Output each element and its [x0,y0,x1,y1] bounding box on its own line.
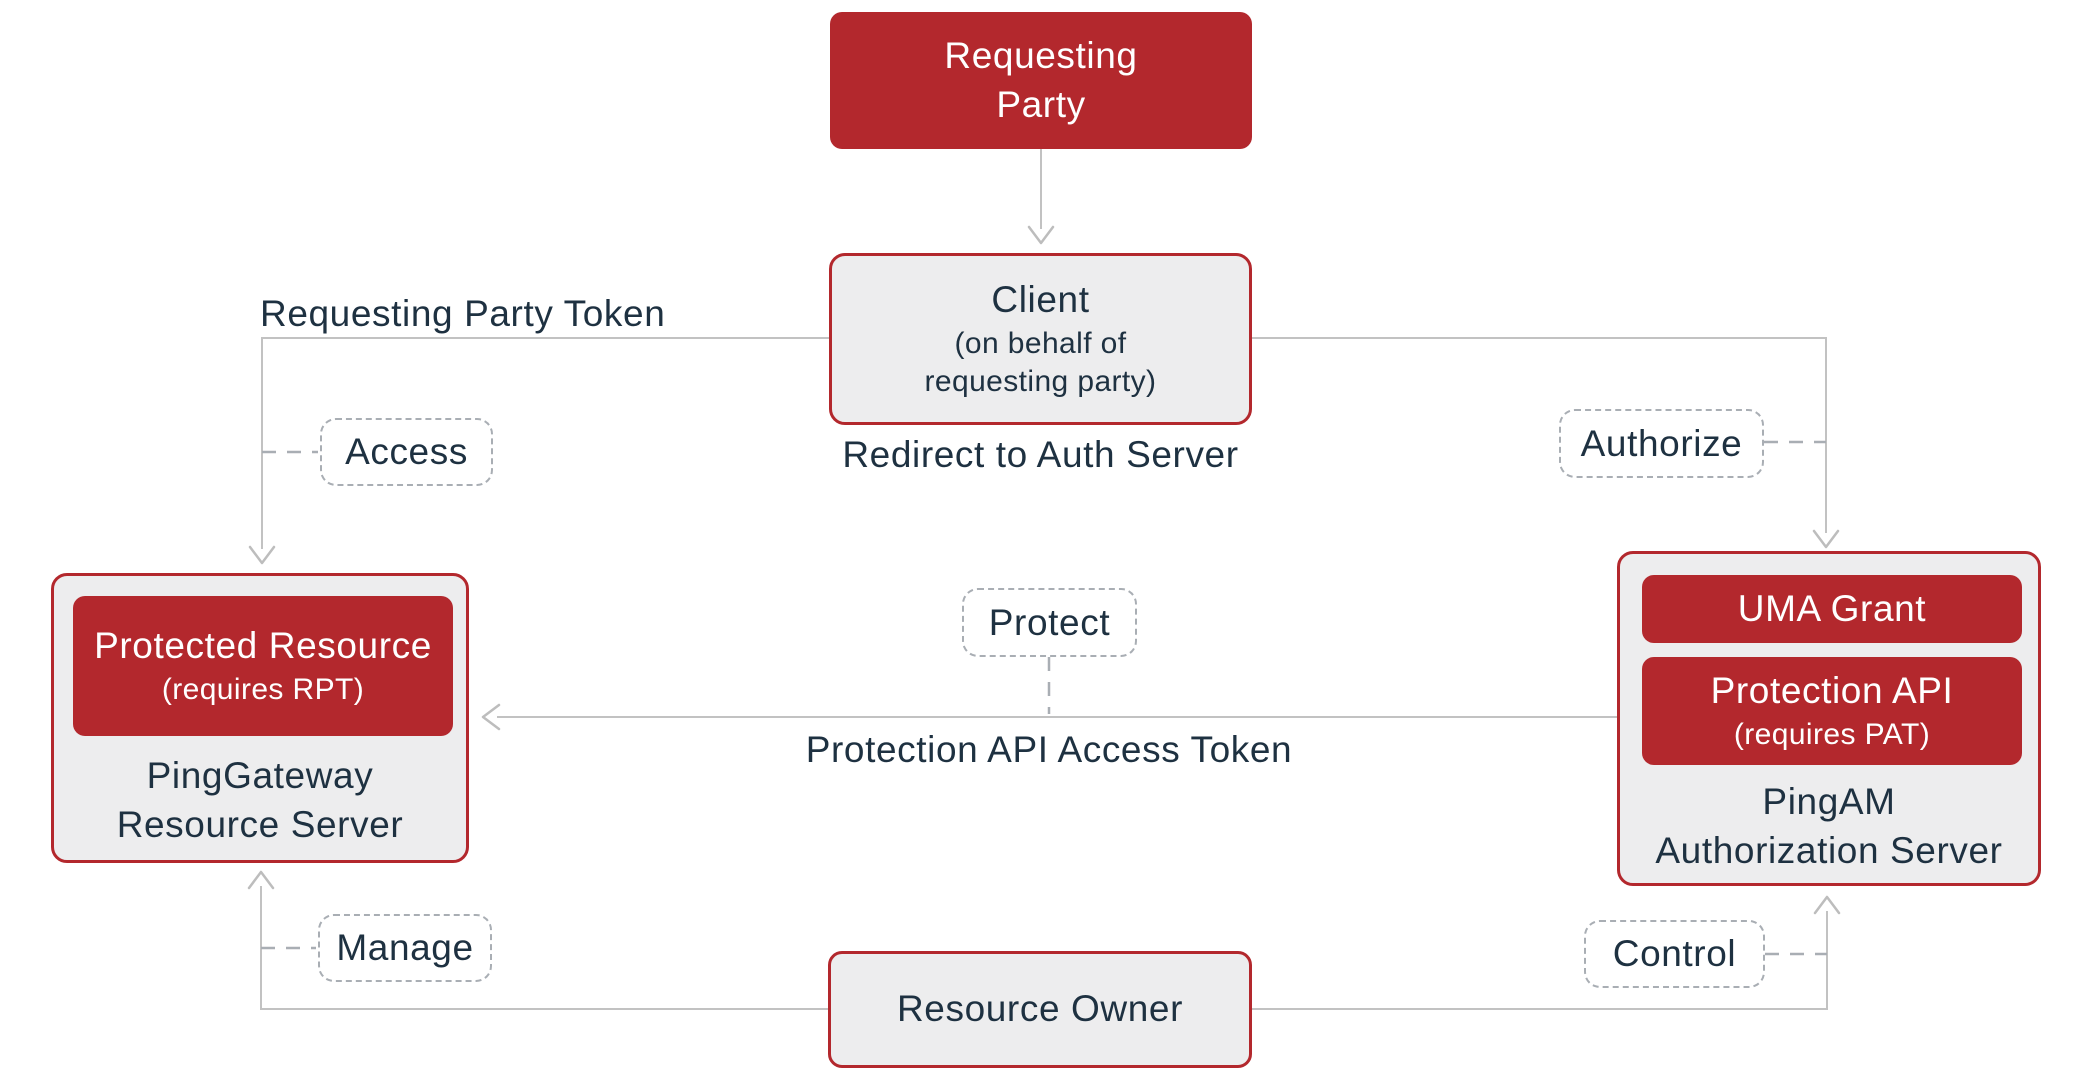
label-protection-api-access-token: Protection API Access Token [805,729,1293,770]
edge-resource-owner-to-pingam [1252,911,1828,1010]
edge-client-to-pinggateway [261,337,829,549]
arrowhead-down-client [1027,225,1055,245]
edge-resource-owner-to-pinggateway [260,886,828,1010]
tag-control: Control [1584,920,1765,988]
authorize-label: Authorize [1580,422,1743,464]
node-protected-resource: Protected Resource (requires RPT) [73,596,453,736]
node-requesting-party: Requesting Party [830,12,1252,149]
access-label: Access [345,431,468,472]
node-uma-grant: UMA Grant [1642,575,2022,643]
node-pingam-authorization-server: UMA Grant Protection API (requires PAT) … [1617,551,2041,886]
client-subtitle-line2: requesting party) [924,365,1157,399]
label-redirect-to-auth-server: Redirect to Auth Server [842,434,1239,475]
uma-grant-title: UMA Grant [1737,587,1927,629]
pingam-label-line1: PingAM [1762,781,1896,822]
pinggateway-label-line2: Resource Server [116,803,404,845]
arrowhead-down-pingam [1812,529,1840,549]
node-client: Client (on behalf of requesting party) [829,253,1252,425]
arrowhead-left-pinggateway [481,703,501,731]
protect-label: Protect [988,601,1111,643]
requesting-party-label-line1: Requesting [944,34,1138,76]
node-pinggateway-resource-server: Protected Resource (requires RPT) PingGa… [51,573,469,863]
resource-owner-title: Resource Owner [896,988,1183,1030]
pinggateway-label-line1: PingGateway [146,755,374,796]
client-subtitle-line1: (on behalf of [954,327,1127,361]
tag-protect: Protect [962,588,1137,657]
pingam-label: PingAM Authorization Server [1620,778,2038,876]
manage-label: Manage [336,927,474,968]
label-requesting-party-token: Requesting Party Token [260,293,666,334]
protection-api-subtitle: (requires PAT) [1733,718,1931,752]
node-protection-api: Protection API (requires PAT) [1642,657,2022,765]
arrowhead-down-pinggateway [248,545,276,565]
pingam-label-line2: Authorization Server [1655,829,2003,871]
edge-client-to-pingam [1252,337,1827,533]
tag-authorize: Authorize [1559,409,1764,478]
control-label: Control [1612,933,1737,974]
tag-manage: Manage [318,914,492,982]
node-resource-owner: Resource Owner [828,951,1252,1068]
pinggateway-label: PingGateway Resource Server [54,752,466,850]
arrowhead-up-pinggateway [247,870,275,890]
protected-resource-subtitle: (requires RPT) [161,673,365,707]
client-title: Client [991,279,1090,321]
tag-access: Access [320,418,493,486]
arrowhead-up-pingam [1813,895,1841,915]
requesting-party-label-line2: Party [996,83,1086,125]
protection-api-title: Protection API [1710,670,1954,712]
protected-resource-title: Protected Resource [94,625,432,667]
